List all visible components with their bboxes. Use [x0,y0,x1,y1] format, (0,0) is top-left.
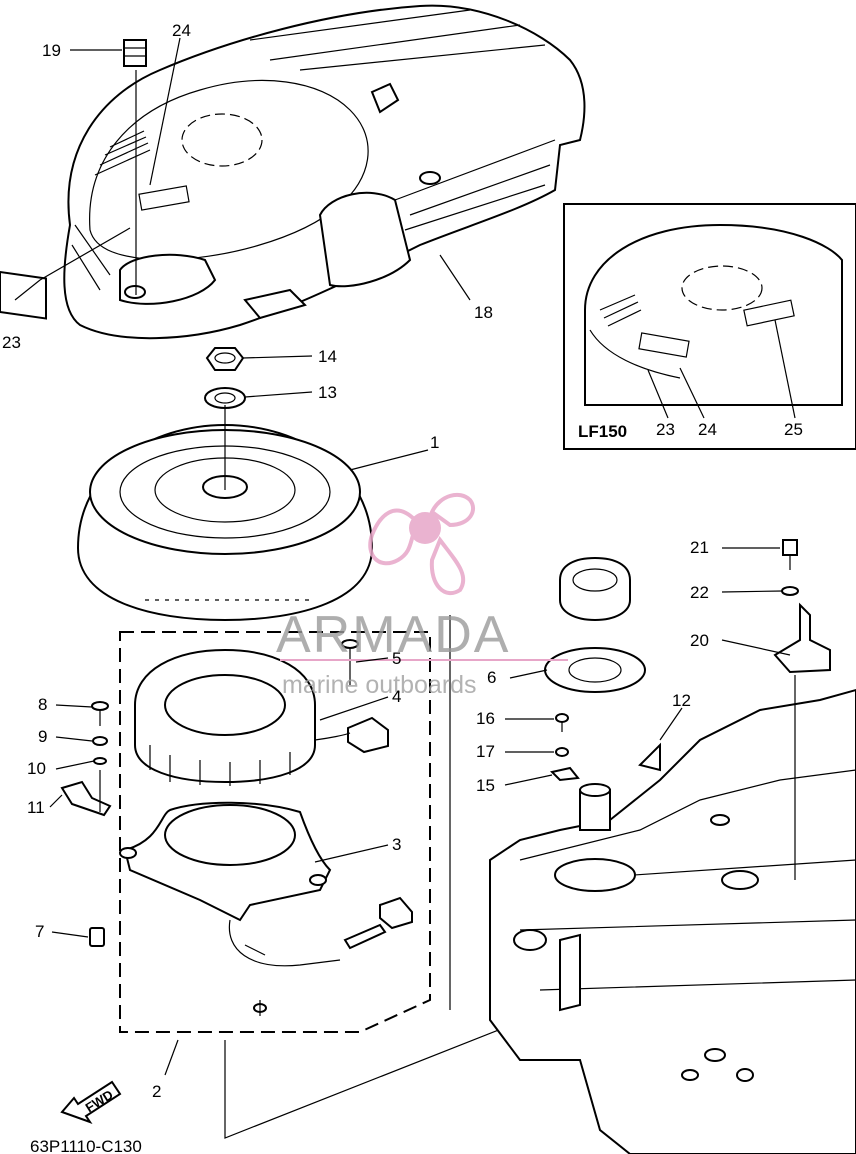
stator-base-part-3 [119,801,413,967]
callout-9: 9 [38,727,47,746]
callout-15: 15 [476,776,495,795]
callout-23-inset: 23 [656,420,675,439]
flywheel-part-1 [76,423,374,622]
callout-22: 22 [690,583,709,602]
callout-24: 24 [172,21,191,40]
inset-label: LF150 [578,422,627,441]
plate-part-15 [550,766,580,782]
diagram-code: 63P1110-C130 [30,1137,142,1154]
screw-part-8 [91,701,109,726]
leader-lines [14,37,796,1076]
screw-part-5 [341,639,359,685]
lf150-inset [563,203,856,450]
callout-25: 25 [784,420,803,439]
washer-part-10 [93,757,107,765]
callout-1: 1 [430,433,439,452]
pulser-gear-part-6 [544,556,646,693]
callout-13: 13 [318,383,337,402]
callout-23: 23 [2,333,21,352]
washer-part-22 [781,586,799,596]
callout-2: 2 [152,1082,161,1101]
stator-assembly-group-box [119,631,431,1033]
watermark-tagline: marine outboards [282,671,477,699]
callout-11: 11 [27,798,45,817]
callout-18: 18 [474,303,493,322]
fwd-arrow-icon: FWD [60,1080,122,1124]
callout-5: 5 [392,649,401,668]
washer-part-13 [204,387,246,409]
callout-3: 3 [392,835,401,854]
callout-24-inset: 24 [698,420,717,439]
callout-7: 7 [35,922,44,941]
clamp-part-11 [60,780,112,817]
decal-part-23 [0,270,47,320]
bracket-part-20 [773,602,831,674]
callout-21: 21 [690,538,709,557]
watermark-brand: ARMADA [276,606,510,664]
callout-4: 4 [392,687,401,706]
stator-coil-part-4 [134,648,389,786]
nut-part-14 [205,347,245,371]
collar-part-7 [89,927,105,947]
callout-8: 8 [38,695,47,714]
bolt-bottom [253,1000,267,1016]
callout-19: 19 [42,41,61,60]
callout-12: 12 [672,691,691,710]
engine-block-part [489,688,856,1154]
callout-6: 6 [487,668,496,687]
callout-10: 10 [27,759,46,778]
bolt-part-21 [782,539,798,570]
bolt-part-16 [555,713,569,732]
propeller-logo-icon [368,492,476,596]
flywheel-cover-part [63,4,586,340]
washer-part-9 [92,736,108,746]
callout-16: 16 [476,709,495,728]
washer-part-17 [555,747,569,757]
callout-17: 17 [476,742,495,761]
armada-watermark: ARMADA marine outboards [276,492,568,699]
plug-part-19 [123,39,147,67]
callout-14: 14 [318,347,337,366]
callout-20: 20 [690,631,709,650]
